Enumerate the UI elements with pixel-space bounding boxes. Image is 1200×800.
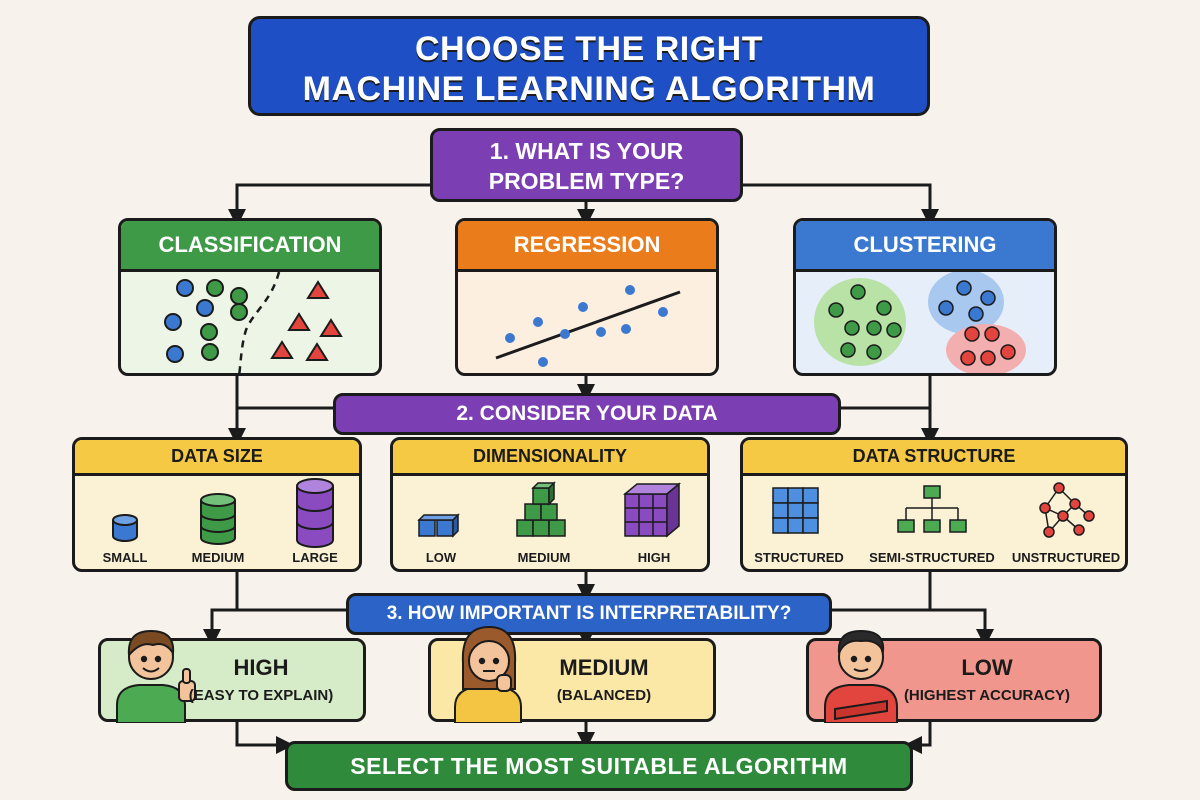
structure-structured-label: STRUCTURED — [754, 550, 844, 565]
data-size-card: DATA SIZE SMALL MEDIUM LARGE — [72, 437, 362, 572]
low-detail-label: (HIGHEST ACCURACY) — [903, 687, 1071, 704]
diagram-title: CHOOSE THE RIGHT MACHINE LEARNING ALGORI… — [248, 16, 930, 116]
interpretability-low-card: LOW (HIGHEST ACCURACY) — [806, 629, 1102, 723]
arms-crossed-person-icon — [824, 629, 898, 723]
step1-problem-type: 1. WHAT IS YOUR PROBLEM TYPE? — [430, 128, 743, 202]
cluster-blobs-icon — [814, 270, 1026, 373]
thumbs-up-person-icon — [116, 629, 196, 723]
structure-icons — [772, 482, 1095, 538]
dimensionality-card: DIMENSIONALITY — [390, 437, 710, 572]
size-medium-label: MEDIUM — [191, 550, 245, 565]
thinking-person-icon — [454, 625, 522, 723]
size-small-label: SMALL — [102, 550, 148, 565]
select-algorithm-box: SELECT THE MOST SUITABLE ALGORITHM — [285, 741, 913, 791]
step1-line-1: 1. WHAT IS YOUR — [489, 138, 684, 164]
high-detail-label: (EASY TO EXPLAIN) — [188, 687, 334, 704]
structure-unstructured-label: UNSTRUCTURED — [1011, 550, 1121, 565]
regression-header: REGRESSION — [458, 221, 716, 272]
data-structure-header: DATA STRUCTURE — [743, 440, 1125, 476]
data-size-header: DATA SIZE — [75, 440, 359, 476]
regression-scatter-icon — [495, 285, 681, 367]
step1-line-2: PROBLEM TYPE? — [488, 168, 685, 194]
dim-low-label: LOW — [425, 550, 457, 565]
structure-semi-label: SEMI-STRUCTURED — [869, 550, 995, 565]
interpretability-medium-card: MEDIUM (BALANCED) — [428, 625, 716, 723]
step2-consider-data: 2. CONSIDER YOUR DATA — [333, 393, 841, 435]
database-cylinder-icon — [112, 478, 334, 548]
dimensionality-header: DIMENSIONALITY — [393, 440, 707, 476]
classification-header: CLASSIFICATION — [121, 221, 379, 272]
class-scatter-icon — [164, 271, 343, 373]
regression-card: REGRESSION — [455, 218, 719, 376]
tree-hierarchy-icon — [897, 485, 967, 533]
classification-card: CLASSIFICATION — [118, 218, 382, 376]
medium-detail-label: (BALANCED) — [556, 687, 652, 704]
dim-medium-label: MEDIUM — [517, 550, 571, 565]
data-structure-card: DATA STRUCTURE — [740, 437, 1128, 572]
node-graph-icon — [1039, 482, 1095, 538]
grid-table-icon — [772, 487, 819, 534]
size-large-label: LARGE — [292, 550, 338, 565]
title-line-1: CHOOSE THE RIGHT — [414, 30, 764, 68]
title-line-2: MACHINE LEARNING ALGORITHM — [302, 70, 876, 108]
dim-high-label: HIGH — [637, 550, 671, 565]
cube-stack-icon — [417, 481, 682, 538]
step3-interpretability: 3. HOW IMPORTANT IS INTERPRETABILITY? — [346, 593, 832, 635]
medium-level-label: MEDIUM — [559, 655, 649, 680]
low-level-label: LOW — [961, 655, 1013, 680]
high-level-label: HIGH — [233, 655, 289, 680]
clustering-card: CLUSTERING — [793, 218, 1057, 376]
interpretability-high-card: HIGH (EASY TO EXPLAIN) — [98, 629, 366, 723]
clustering-header: CLUSTERING — [796, 221, 1054, 272]
